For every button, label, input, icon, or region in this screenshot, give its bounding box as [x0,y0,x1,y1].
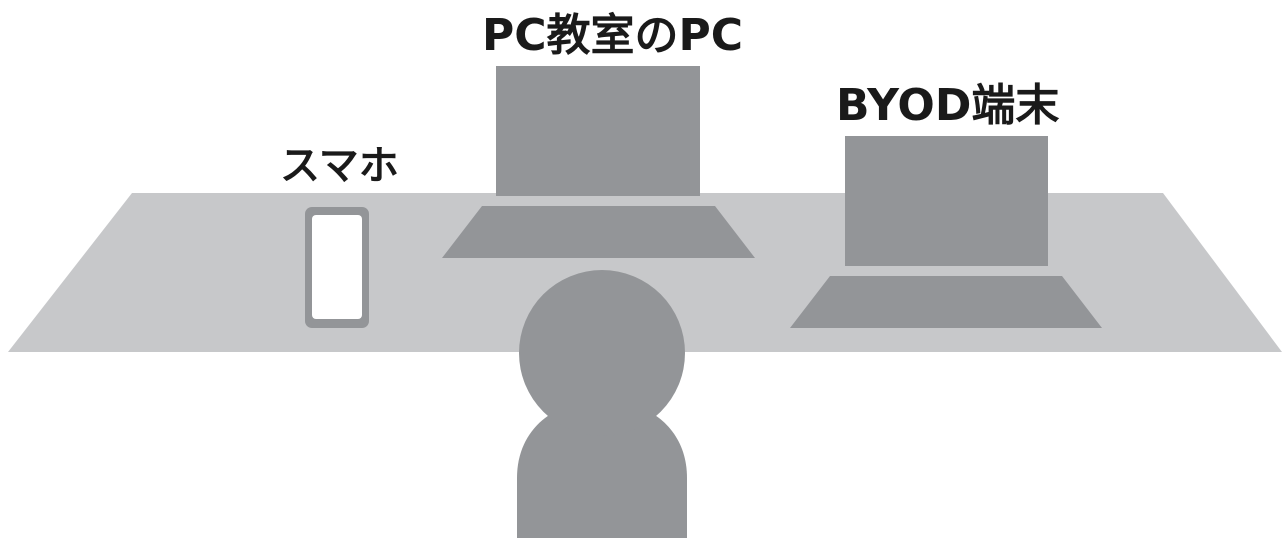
smartphone-screen [312,215,362,319]
byod-laptop-screen [845,136,1048,266]
person-body [517,400,687,538]
classroom-pc-label: PC教室のPC [482,10,744,61]
classroom-pc-screen [496,66,700,196]
person-head [519,270,685,436]
byod-device-label: BYOD端末 [836,80,1060,131]
classroom-pc-keyboard [442,206,755,258]
byod-laptop-keyboard [790,276,1102,328]
smartphone-label: スマホ [280,143,399,189]
